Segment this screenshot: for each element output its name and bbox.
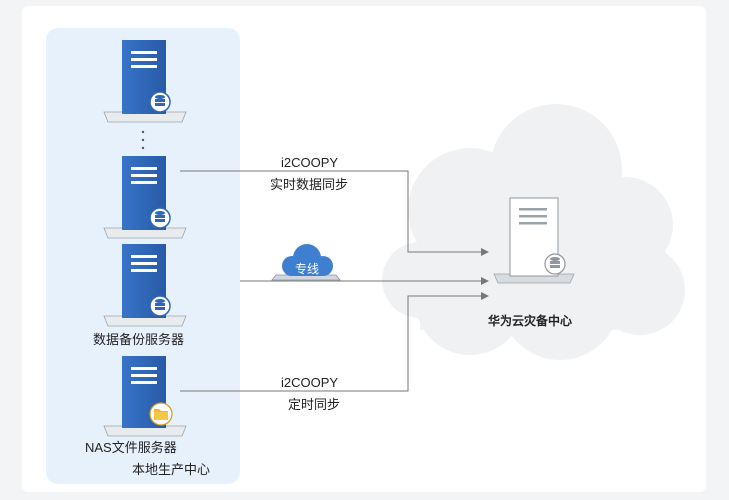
nas-server [103, 356, 187, 437]
backup-server [103, 244, 187, 327]
realtime-sync-protocol-label: i2COOPY [281, 155, 339, 170]
dedicated-line-cloud [271, 244, 341, 281]
local-server-2 [103, 156, 187, 239]
nas-server-label: NAS文件服务器 [85, 440, 177, 455]
huawei-cloud-dr-center-label: 华为云灾备中心 [488, 314, 573, 328]
scheduled-sync-label: 定时同步 [288, 397, 341, 412]
realtime-sync-line [180, 170, 489, 256]
local-server-1 [103, 40, 187, 123]
folder-icon [154, 409, 168, 420]
local-production-center-label: 本地生产中心 [132, 462, 211, 477]
connection-lines [180, 170, 489, 392]
backup-server-label: 数据备份服务器 [93, 332, 185, 347]
cloud-server [493, 197, 575, 284]
scheduled-sync-line [180, 292, 489, 392]
realtime-sync-label: 实时数据同步 [270, 177, 349, 192]
disaster-recovery-cloud-shape [382, 104, 685, 360]
dedicated-line-label: 专线 [295, 261, 319, 276]
scheduled-sync-protocol-label: i2COOPY [281, 375, 339, 390]
ellipsis-dots [141, 130, 145, 150]
